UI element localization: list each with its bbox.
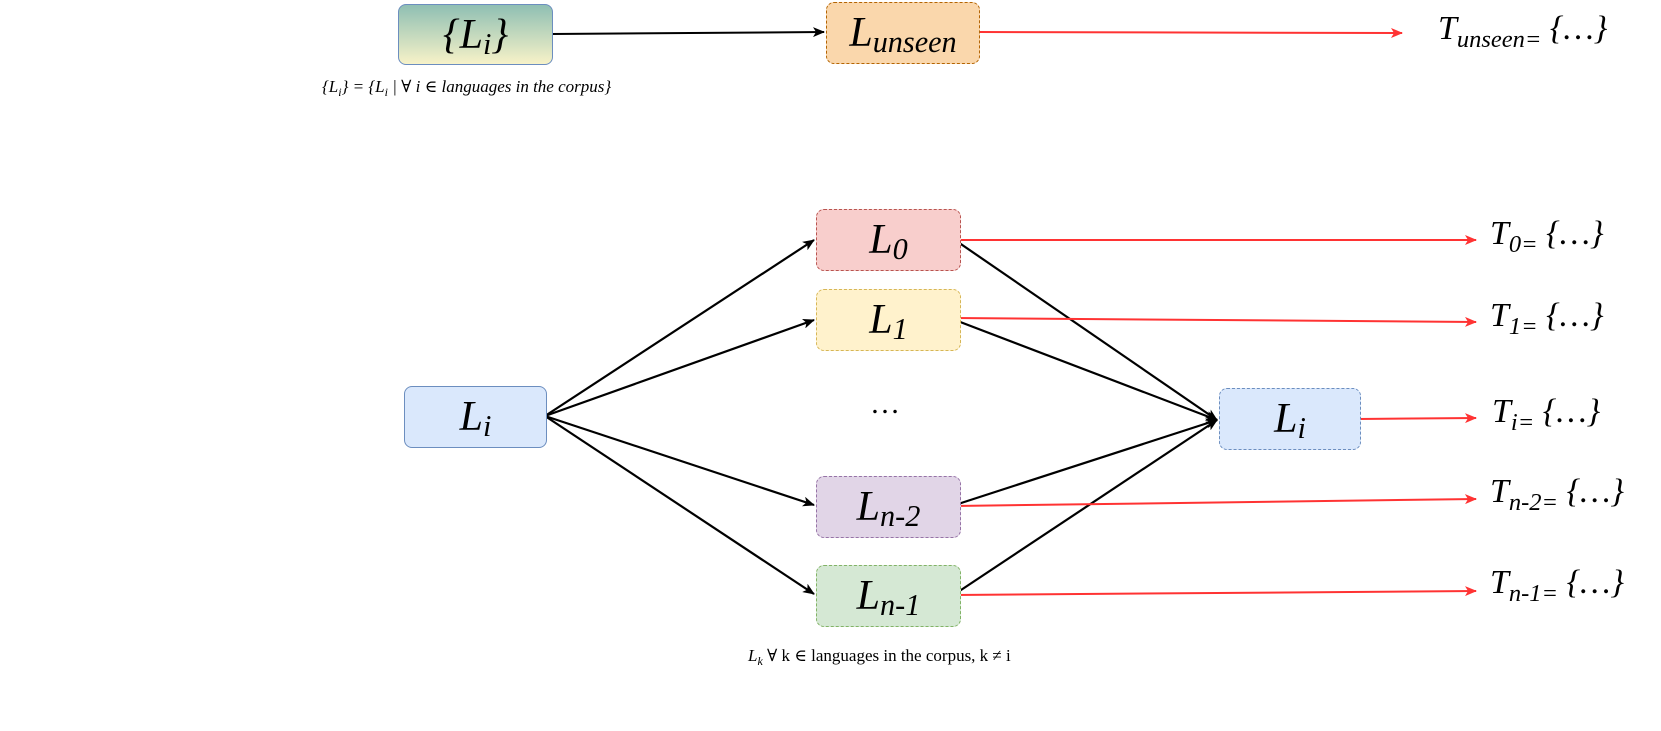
arrow-target-to-ti xyxy=(1357,413,1477,424)
caption-sub-a: i xyxy=(338,85,342,99)
unseen-target-label: Tunseen= {…} xyxy=(1438,10,1608,53)
arrow-ln1-to-target xyxy=(954,419,1218,595)
ln1-base: L xyxy=(856,573,881,619)
unseen-box-sub: unseen xyxy=(872,25,957,60)
tn2-sub: n-2= xyxy=(1508,488,1559,516)
ti-rest: {…} xyxy=(1534,393,1601,430)
arrow-set-to-unseen xyxy=(551,27,825,38)
t1-rest: {…} xyxy=(1537,297,1604,334)
t1-base: T xyxy=(1490,297,1509,334)
arrow-unseen-to-target xyxy=(978,27,1403,38)
target-label-tn2: Tn-2= {…} xyxy=(1490,473,1624,516)
arrow-source-to-l0 xyxy=(544,239,815,417)
caption-part-b: } = {L xyxy=(341,77,385,96)
arrow-source-to-ln2 xyxy=(544,414,815,507)
language-set-sub: i xyxy=(482,26,492,61)
ln2-sub: n-2 xyxy=(880,499,921,534)
ellipsis: … xyxy=(870,387,900,420)
arrow-l1-to-t1 xyxy=(954,316,1477,327)
target-label-tn1: Tn-1= {…} xyxy=(1490,564,1624,607)
ti-base: T xyxy=(1492,393,1511,430)
target-box-base: L xyxy=(1274,396,1298,442)
unseen-target-rest: {…} xyxy=(1541,10,1608,47)
t0-sub: 0= xyxy=(1508,230,1538,258)
l0-sub: 0 xyxy=(892,232,908,267)
t0-base: T xyxy=(1490,215,1509,252)
tn1-rest: {…} xyxy=(1558,564,1624,601)
l1-sub: 1 xyxy=(892,312,908,347)
tn1-base: T xyxy=(1490,564,1509,601)
arrow-source-to-l1 xyxy=(544,318,815,418)
ln2-base: L xyxy=(856,484,881,530)
arrow-ln1-to-tn1 xyxy=(954,586,1477,597)
tn2-base: T xyxy=(1490,473,1509,510)
t0-rest: {…} xyxy=(1537,215,1604,252)
tn1-sub: n-1= xyxy=(1508,579,1559,607)
other-caption-sub: k xyxy=(757,654,763,668)
arrow-ln2-to-tn2 xyxy=(954,494,1477,507)
ti-sub: i= xyxy=(1510,408,1535,436)
t1-sub: 1= xyxy=(1508,312,1538,340)
ln1-sub: n-1 xyxy=(880,588,921,623)
target-label-t1: T1= {…} xyxy=(1490,297,1604,340)
other-languages-caption: Lk ∀ k ∈ languages in the corpus, k ≠ i xyxy=(748,646,1011,668)
unseen-target-sub: unseen= xyxy=(1456,25,1542,53)
source-box-base: L xyxy=(459,394,483,440)
other-caption-b: ∀ k ∈ languages in the corpus, k ≠ i xyxy=(762,646,1011,665)
language-set-prefix: {L xyxy=(442,11,483,58)
target-box-sub: i xyxy=(1297,411,1306,446)
source-box-sub: i xyxy=(482,409,492,444)
arrow-l0-to-target xyxy=(954,239,1218,421)
arrow-source-to-ln1 xyxy=(544,415,815,595)
caption-part-c: | ∀ i ∈ languages in the corpus} xyxy=(387,77,612,96)
arrow-l1-to-target xyxy=(954,318,1218,422)
caption-part-a: {L xyxy=(322,77,339,96)
language-set-caption: {Li} = {Li | ∀ i ∈ languages in the corp… xyxy=(322,77,612,99)
unseen-target-base: T xyxy=(1438,10,1457,47)
caption-sub-b: i xyxy=(384,85,388,99)
unseen-box-base: L xyxy=(849,10,873,56)
target-label-t0: T0= {…} xyxy=(1490,215,1604,258)
arrow-ln2-to-target xyxy=(954,418,1218,507)
other-caption-a: L xyxy=(748,646,758,665)
l0-base: L xyxy=(869,217,893,263)
language-set-suffix: } xyxy=(491,11,509,58)
l1-base: L xyxy=(869,297,893,343)
tn2-rest: {…} xyxy=(1558,473,1624,510)
target-label-ti: Ti= {…} xyxy=(1492,393,1601,436)
